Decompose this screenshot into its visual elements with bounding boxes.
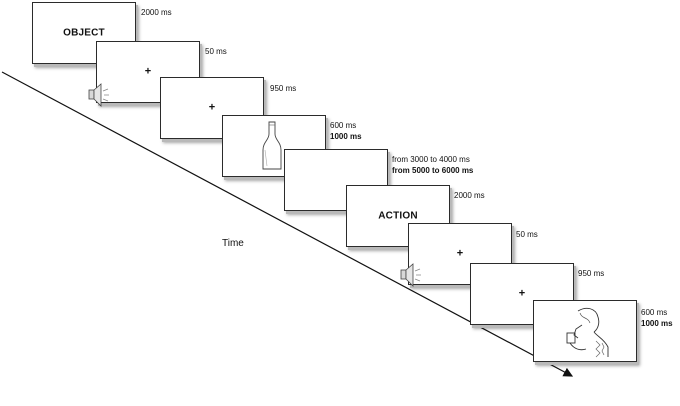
duration-line-alt: 1000 ms [641,319,673,328]
duration-object-fixation: 950 ms [270,83,296,94]
duration-object-cue: 2000 ms [141,7,172,18]
duration-line: from 3000 to 4000 ms [392,155,470,164]
duration-line: 2000 ms [141,8,172,17]
duration-action-fixation-sound: 50 ms [516,229,538,240]
duration-line: 2000 ms [454,191,485,200]
fixation-cross: + [208,101,216,114]
fixation-cross: + [144,65,152,78]
fixation-cross: + [518,287,526,300]
duration-line: 600 ms [641,308,668,317]
duration-line-alt: 1000 ms [330,132,362,141]
action-cue-text: ACTION [378,210,418,222]
duration-line: 50 ms [205,47,227,56]
speaker-icon [88,83,109,107]
bottle-icon [262,121,282,170]
duration-object-picture: 600 ms 1000 ms [330,120,362,142]
drinking-person-icon [566,307,609,358]
frame-action-picture [533,300,637,362]
object-cue-text: OBJECT [63,27,105,39]
duration-action-picture: 600 ms 1000 ms [641,307,673,329]
duration-object-fixation-sound: 50 ms [205,46,227,57]
time-label: Time [222,238,244,249]
duration-interval: from 3000 to 4000 ms from 5000 to 6000 m… [392,154,473,176]
fixation-cross: + [456,247,464,260]
duration-line: 50 ms [516,230,538,239]
duration-action-fixation: 950 ms [578,268,604,279]
duration-line: 950 ms [270,84,297,93]
duration-action-cue: 2000 ms [454,190,485,201]
duration-line-alt: from 5000 to 6000 ms [392,166,474,175]
duration-line: 950 ms [578,269,605,278]
duration-line: 600 ms [330,121,357,130]
frame-action-fixation-sound: + [408,223,512,285]
speaker-icon [400,263,421,287]
